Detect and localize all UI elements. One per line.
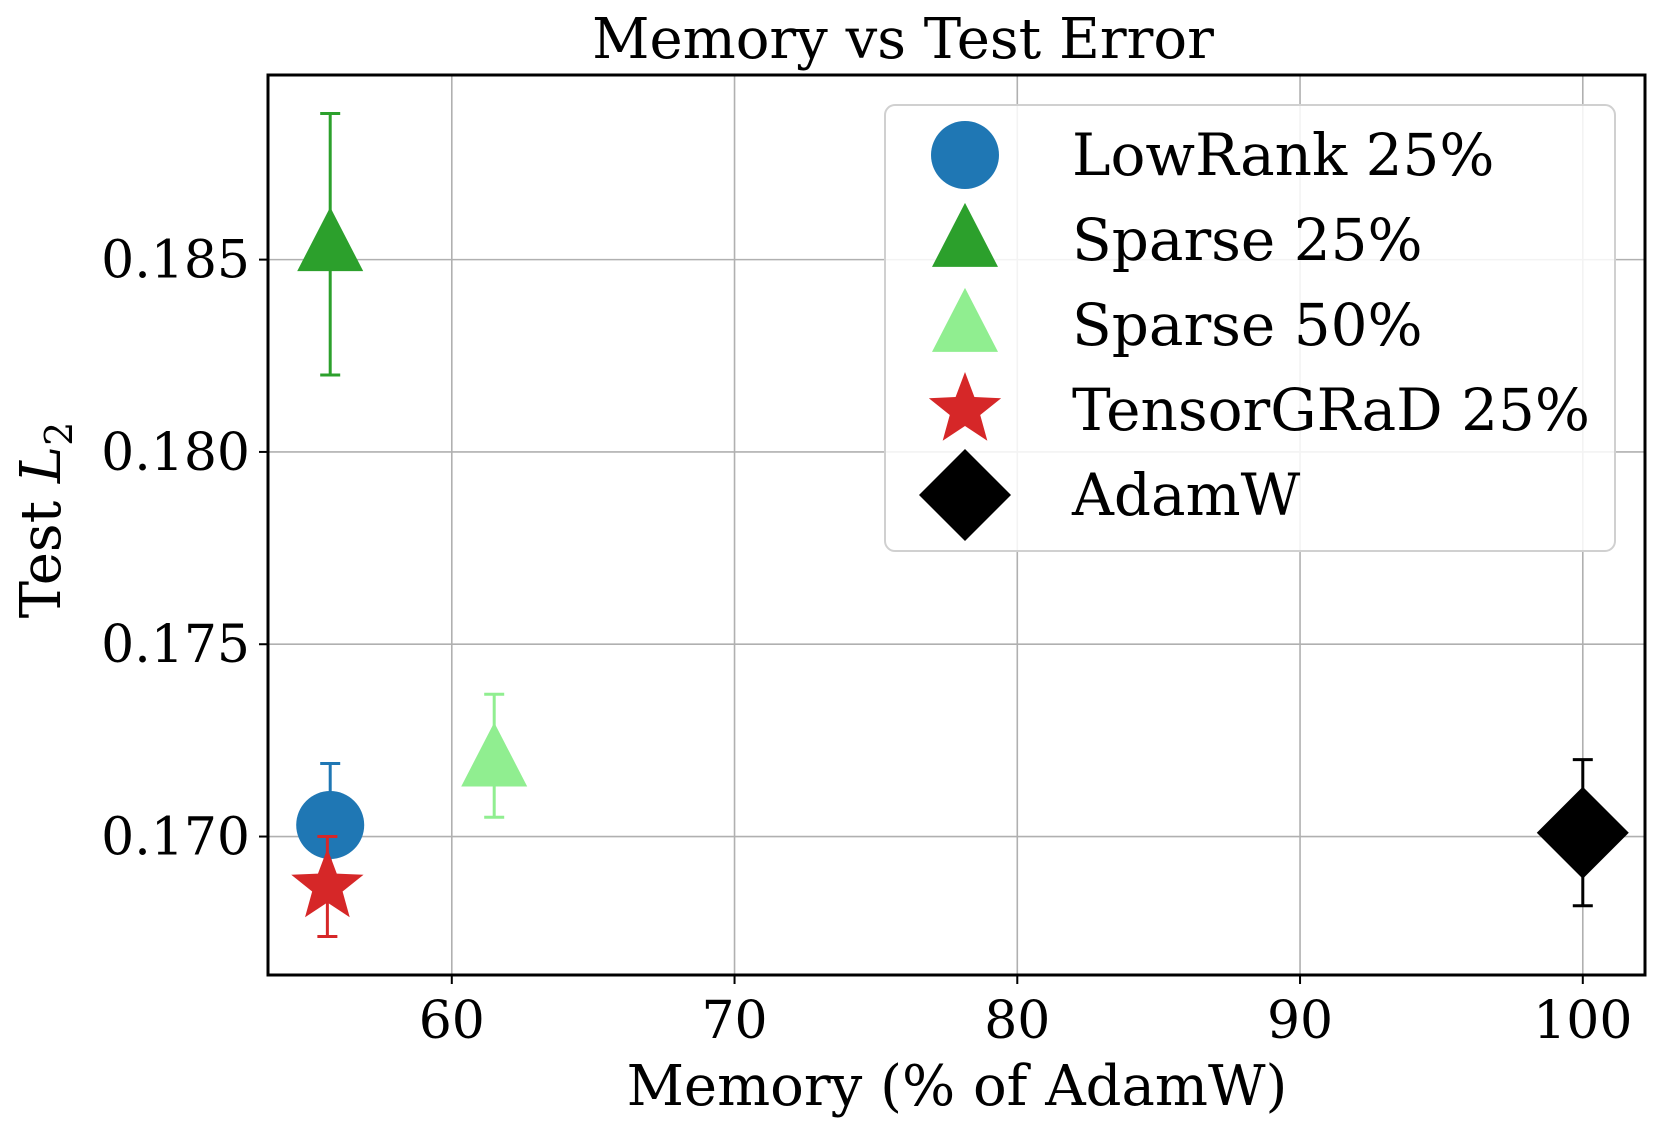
legend-item: LowRank 25%	[931, 121, 1495, 189]
y-axis-label: Test L2	[9, 422, 81, 619]
legend-item: Sparse 25%	[932, 202, 1423, 274]
legend-label: TensorGRaD 25%	[1072, 376, 1590, 444]
y-tick-label: 0.180	[101, 423, 250, 483]
data-point	[461, 722, 528, 787]
axis-ticks: 60 70 80 90 100 0.170 0.175 0.180 0.185	[101, 231, 1632, 1051]
y-axis-label-math: L	[9, 446, 74, 484]
series-adamw	[1536, 758, 1629, 908]
legend-marker	[932, 287, 998, 352]
legend-label: AdamW	[1071, 461, 1301, 529]
legend-label: Sparse 50%	[1072, 291, 1423, 359]
legend-box	[884, 104, 1616, 552]
data-point	[297, 207, 364, 272]
legend-marker	[932, 202, 998, 267]
data-point	[291, 848, 364, 918]
legend-marker	[931, 121, 999, 189]
chart-title: Memory vs Test Error	[592, 7, 1214, 72]
y-tick-label: 0.170	[101, 808, 250, 868]
data-marks	[291, 111, 1629, 939]
x-tick-label: 70	[701, 991, 767, 1051]
y-tick-label: 0.185	[101, 231, 250, 291]
legend-label: LowRank 25%	[1072, 121, 1495, 189]
legend-item: Sparse 50%	[932, 287, 1423, 359]
legend: LowRank 25% Sparse 25% Sparse 50% TensorGRa…	[884, 104, 1616, 552]
x-tick-label: 100	[1533, 991, 1632, 1051]
x-tick-label: 90	[1267, 991, 1333, 1051]
legend-item: TensorGRaD 25%	[928, 372, 1590, 444]
legend-marker	[928, 372, 1002, 441]
legend-marker	[919, 449, 1011, 541]
legend-item: AdamW	[919, 449, 1301, 541]
y-tick-label: 0.175	[101, 615, 250, 675]
y-axis-label-subscript: 2	[37, 422, 81, 446]
plot-frame	[266, 73, 1647, 977]
series-sparse-50	[461, 692, 528, 819]
x-tick-label: 80	[984, 991, 1050, 1051]
y-axis-label-prefix: Test	[9, 483, 74, 618]
data-point	[1536, 786, 1629, 879]
x-tick-label: 60	[419, 991, 485, 1051]
legend-label: Sparse 25%	[1072, 206, 1423, 274]
data-point	[296, 791, 365, 859]
series-sparse-25	[297, 111, 364, 377]
x-axis-label: Memory (% of AdamW)	[627, 1054, 1288, 1119]
series-tensorgrad-25	[291, 835, 364, 939]
